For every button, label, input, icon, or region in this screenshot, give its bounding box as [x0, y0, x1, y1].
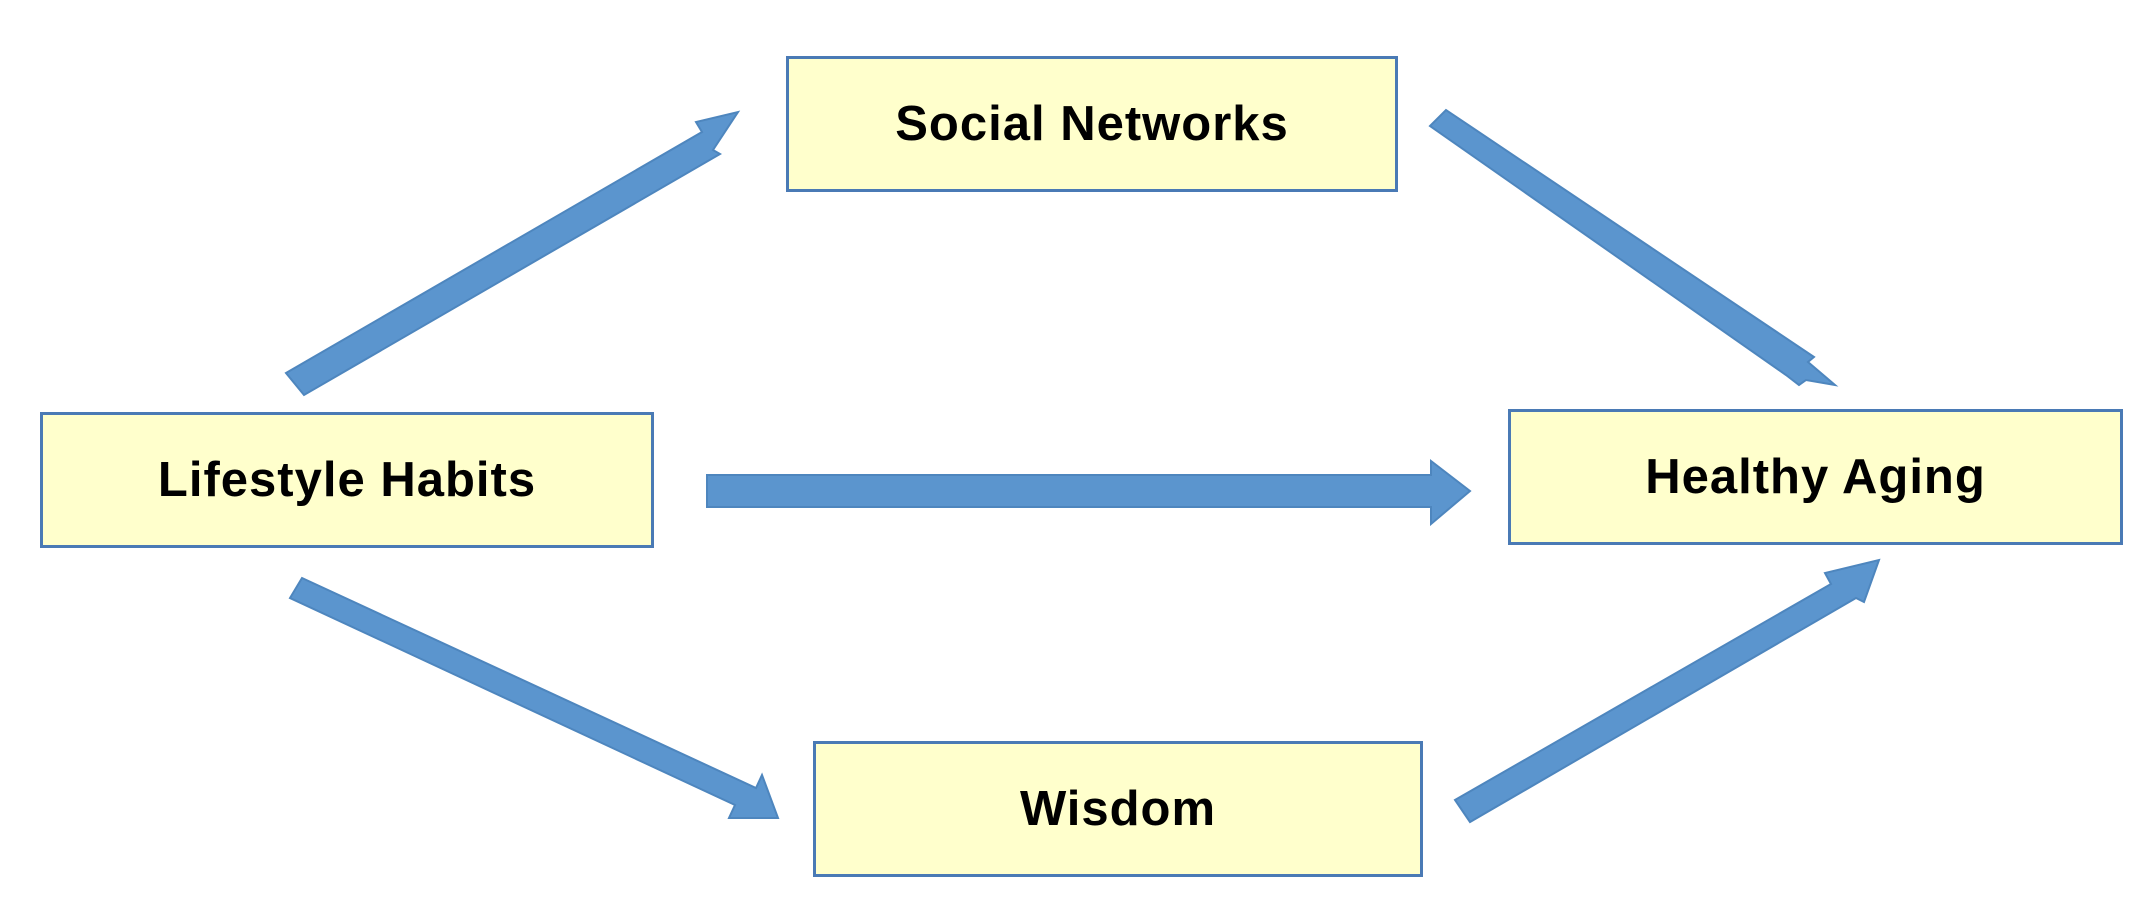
- arrow-lifestyle-to-healthy: [706, 458, 1472, 527]
- node-lifestyle-habits-label: Lifestyle Habits: [157, 453, 537, 507]
- node-wisdom-label: Wisdom: [1019, 782, 1217, 836]
- node-wisdom: Wisdom: [813, 741, 1423, 877]
- node-social-networks-label: Social Networks: [895, 97, 1289, 151]
- arrow-lifestyle-to-social: [284, 110, 741, 397]
- node-social-networks: Social Networks: [786, 56, 1398, 192]
- arrow-lifestyle-to-wisdom: [288, 576, 780, 819]
- node-healthy-aging: Healthy Aging: [1508, 409, 2123, 545]
- arrow-social-to-healthy-main: [1428, 108, 1839, 387]
- node-lifestyle-habits: Lifestyle Habits: [40, 412, 654, 548]
- node-healthy-aging-label: Healthy Aging: [1645, 450, 1986, 504]
- arrow-wisdom-to-healthy-main: [1453, 558, 1881, 824]
